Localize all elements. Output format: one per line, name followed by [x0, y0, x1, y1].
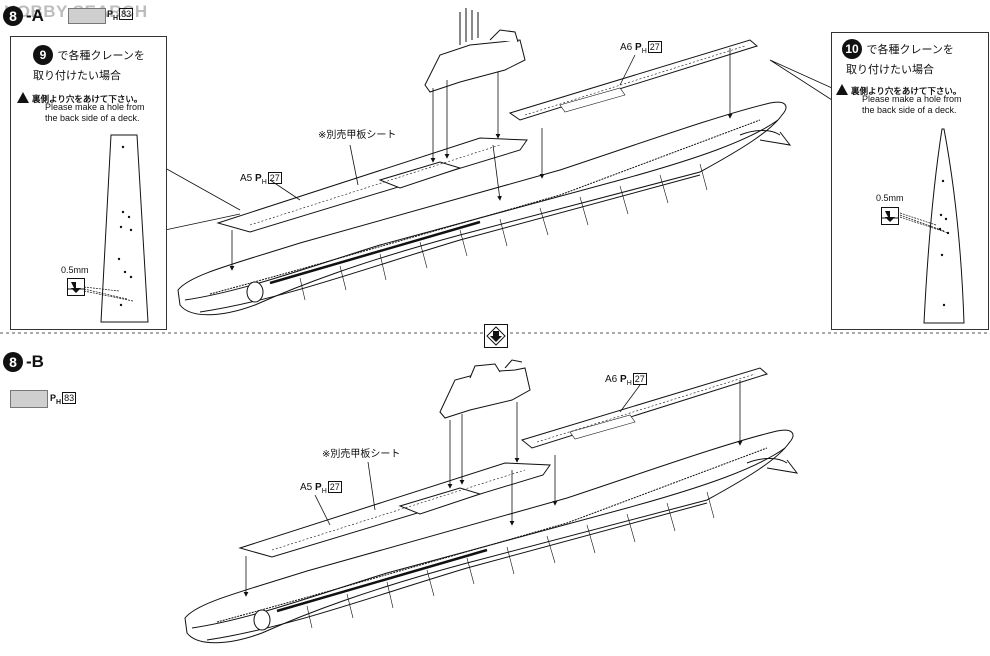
paint-code-sub: H — [56, 398, 62, 406]
warning-icon — [836, 84, 848, 95]
deck-a6-b — [520, 367, 769, 449]
step-number-a: 8 — [3, 6, 23, 26]
callout-right-number: 10 — [842, 39, 862, 59]
callout-right-warn-en-2: the back side of a deck. — [862, 105, 957, 115]
callout-right-warn-jp: 裏側より穴をあけて下さい。 — [851, 87, 962, 97]
callout-left-deck-drawing — [83, 134, 149, 323]
callout-right-title-1: で各種クレーンを — [866, 43, 954, 57]
hull-b — [184, 429, 799, 644]
paint-swatch-b — [10, 390, 48, 408]
callout-left: 9 で各種クレーンを 取り付けたい場合 裏側より穴をあけて下さい。 Please… — [10, 36, 167, 330]
callout-left-drill-size: 0.5mm — [61, 265, 89, 275]
callout-left-header: 9 で各種クレーンを — [33, 45, 145, 65]
drill-points — [117, 145, 133, 307]
callout-right-deck-drawing — [899, 128, 965, 324]
paint-code-number: 83 — [62, 392, 77, 404]
callout-left-warn-en-2: the back side of a deck. — [45, 113, 140, 123]
paint-code-prefix: P — [50, 393, 57, 403]
callout-right-drill-size: 0.5mm — [876, 193, 904, 203]
guide-lines-a — [229, 48, 733, 271]
part-a5-name: A5 — [300, 482, 313, 493]
callout-right-title-2: 取り付けたい場合 — [846, 63, 934, 76]
p-sub: H — [261, 179, 267, 186]
conning-tower-b — [439, 359, 531, 419]
step-number-b: 8 — [3, 352, 23, 372]
hull-a — [177, 101, 792, 316]
callout-right-warning: 裏側より穴をあけて下さい。 — [836, 81, 961, 99]
part-a5-name: A5 — [240, 173, 253, 184]
deck-a5-b — [238, 462, 551, 558]
callout-left-warn-en-1: Please make a hole from — [45, 102, 145, 112]
drill-points — [938, 179, 950, 307]
drill-icon — [67, 278, 85, 296]
callout-pointers-a — [164, 59, 833, 231]
conning-tower-a — [424, 8, 526, 93]
callout-right-header: 10 で各種クレーンを — [842, 39, 954, 59]
guide-lines-b — [243, 380, 743, 597]
drill-icon — [881, 207, 899, 225]
callout-left-warn-jp: 裏側より穴をあけて下さい。 — [32, 95, 143, 105]
callout-left-number: 9 — [33, 45, 53, 65]
deck-a5-a — [216, 137, 528, 233]
page-ref: 27 — [267, 172, 282, 184]
part-a6-name: A6 — [620, 42, 633, 53]
paint-swatch-a — [68, 8, 106, 24]
deck-a6-a — [508, 39, 759, 121]
step-suffix-b: -B — [26, 352, 44, 371]
callout-left-title-2: 取り付けたい場合 — [33, 69, 121, 82]
step-suffix-a: -A — [26, 6, 44, 25]
page-ref: 27 — [632, 373, 647, 385]
p-sub: H — [641, 48, 647, 55]
callout-right: 10 で各種クレーンを 取り付けたい場合 裏側より穴をあけて下さい。 Pleas… — [831, 32, 989, 330]
callout-left-warning: 裏側より穴をあけて下さい。 — [17, 89, 142, 107]
part-a6-name: A6 — [605, 374, 618, 385]
callout-left-title-1: で各種クレーンを — [57, 49, 145, 63]
callout-right-warn-en-1: Please make a hole from — [862, 94, 962, 104]
p-sub: H — [626, 380, 632, 387]
sheet-note-a: ※別売甲板シート — [318, 130, 397, 141]
paint-code-sub: H — [113, 14, 119, 22]
page-ref: 27 — [327, 481, 342, 493]
p-sub: H — [321, 488, 327, 495]
page-ref: 27 — [647, 41, 662, 53]
paint-code-prefix: P — [107, 9, 114, 19]
sheet-note-b: ※別売甲板シート — [322, 449, 401, 460]
paint-code-number: 83 — [119, 8, 134, 20]
next-step-arrow-icon — [484, 324, 508, 348]
warning-icon — [17, 92, 29, 103]
